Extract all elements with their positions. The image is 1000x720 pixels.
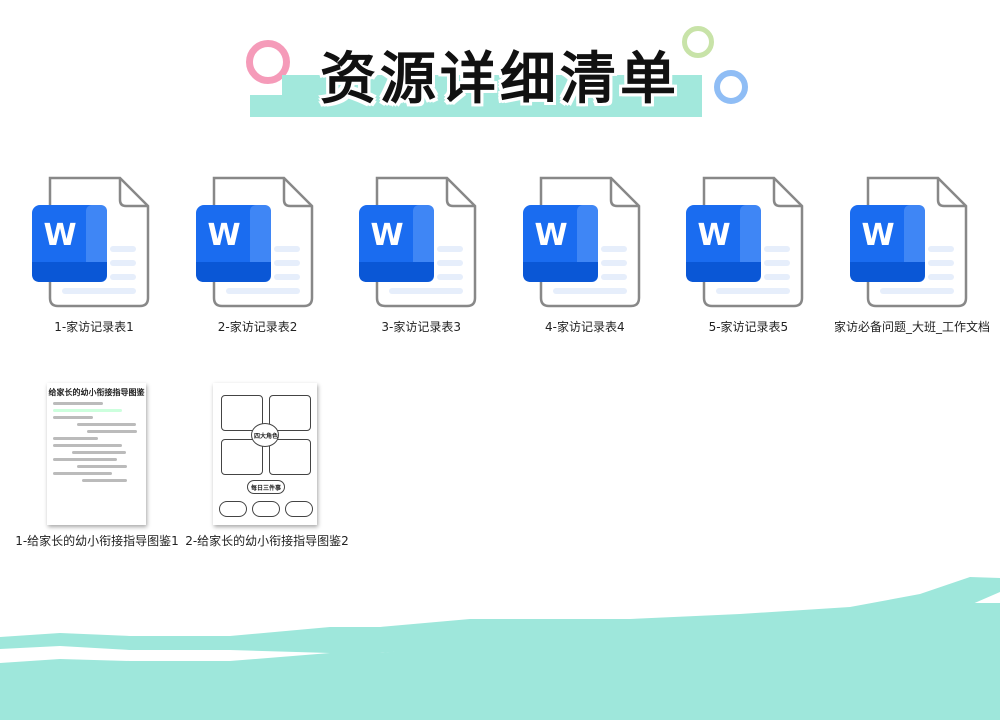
file-label[interactable]: 4-家访记录表4 [544, 320, 625, 334]
pink-ring-decoration [246, 40, 290, 84]
thumbnail-sub-text: 每日三件事 [251, 485, 282, 492]
file-item[interactable]: W 4-家访记录表4 [515, 170, 655, 340]
file-label[interactable]: 1-家访记录表1 [54, 320, 134, 334]
svg-text:W: W [207, 218, 240, 253]
word-doc-icon: W [850, 176, 968, 308]
title-band-decoration [282, 75, 702, 117]
blue-ring-decoration [714, 70, 748, 104]
file-item[interactable]: W 5-家访记录表5 [678, 170, 818, 340]
file-label[interactable]: 家访必备问题_大班_工作文档 [833, 320, 990, 334]
file-item[interactable]: W 3-家访记录表3 [351, 170, 491, 340]
image-label[interactable]: 1-给家长的幼小衔接指导图鉴1 [15, 534, 179, 548]
svg-text:W: W [43, 218, 76, 253]
thumbnail-title: 给家长的幼小衔接指导图鉴 [48, 388, 145, 397]
image-label[interactable]: 2-给家长的幼小衔接指导图鉴2 [185, 534, 349, 548]
word-doc-icon: W [195, 176, 313, 308]
word-doc-icon: W [522, 176, 641, 308]
file-label[interactable]: 3-家访记录表3 [381, 320, 461, 334]
svg-text:W: W [534, 218, 567, 253]
image-thumbnail[interactable]: 四大角色 每日三件事 [213, 383, 317, 525]
file-label[interactable]: 2-家访记录表2 [217, 320, 298, 334]
thumbnail-center-text: 四大角色 [254, 433, 279, 440]
word-doc-icon: W [359, 176, 477, 308]
title-band-decoration [250, 95, 290, 117]
word-doc-icon: W [32, 176, 150, 308]
file-item[interactable]: W 家访必备问题_大班_工作文档 [834, 170, 990, 340]
wave-band [0, 577, 1000, 653]
page-title: 资源详细清单 [320, 47, 680, 112]
word-doc-icon: W [686, 176, 804, 308]
svg-text:W: W [698, 218, 731, 253]
image-thumbnail[interactable]: 给家长的幼小衔接指导图鉴 [47, 383, 146, 525]
svg-text:W: W [371, 218, 404, 253]
file-item[interactable]: W 2-家访记录表2 [188, 170, 328, 340]
green-ring-decoration [682, 26, 714, 58]
svg-text:W: W [861, 218, 894, 253]
file-item[interactable]: W 1-家访记录表1 [24, 170, 164, 340]
file-label[interactable]: 5-家访记录表5 [708, 320, 789, 334]
wave-fill [0, 603, 1000, 720]
page-header: 资源详细清单 [240, 22, 760, 122]
